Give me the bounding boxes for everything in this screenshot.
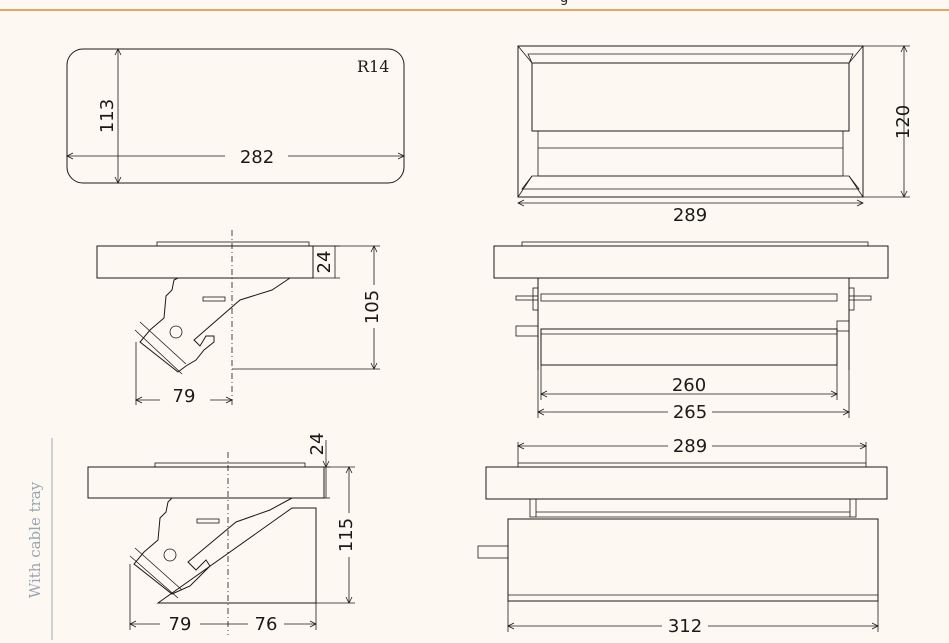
cable-tray-box — [507, 518, 879, 602]
radius-label: R14 — [357, 57, 389, 76]
pivot-screw — [169, 325, 183, 339]
tray-side-section-view: 24 115 79 76 — [87, 433, 357, 635]
frame-outer — [517, 45, 864, 198]
dim-label-79-mid: 79 — [173, 386, 196, 407]
dim-label-105: 105 — [362, 290, 383, 324]
dim-label-289-top: 289 — [673, 205, 707, 226]
front-section-view: 260 265 — [493, 241, 889, 423]
dim-label-24-mid: 24 — [314, 251, 335, 274]
dim-label-282: 282 — [240, 147, 274, 168]
tray-front-section-view: 289 312 — [477, 436, 888, 637]
side-label: With cable tray — [26, 481, 44, 598]
counter-section-front — [493, 245, 889, 279]
dim-label-265: 265 — [673, 402, 707, 423]
side-section-view: 24 105 79 — [96, 230, 383, 407]
cutout-outline — [66, 48, 405, 184]
header-title: g — [560, 0, 568, 6]
dim-label-289-bot: 289 — [673, 436, 707, 457]
cutout-outline-view: 113 282 R14 — [66, 48, 405, 184]
dim-label-115: 115 — [336, 518, 357, 552]
tray-rail — [540, 293, 838, 302]
counter-section-tray-front — [485, 466, 888, 500]
dim-label-120: 120 — [893, 105, 914, 139]
bracket-profile — [139, 277, 291, 373]
bracket-profile-tray — [133, 497, 293, 595]
socket-body — [540, 328, 838, 366]
cable-tray — [156, 507, 317, 604]
dim-label-312: 312 — [668, 616, 702, 637]
frame-inner-panel — [531, 62, 850, 132]
frame-front-view: 120 289 — [517, 45, 914, 226]
dim-label-79-bot: 79 — [169, 614, 192, 635]
top-accent-line — [0, 9, 949, 11]
dim-label-76: 76 — [255, 614, 278, 635]
counter-section-tray — [87, 466, 325, 499]
dim-label-260: 260 — [672, 375, 706, 396]
counter-section — [96, 245, 314, 279]
dim-label-113: 113 — [97, 99, 118, 133]
dim-label-24-bot: 24 — [307, 433, 328, 456]
